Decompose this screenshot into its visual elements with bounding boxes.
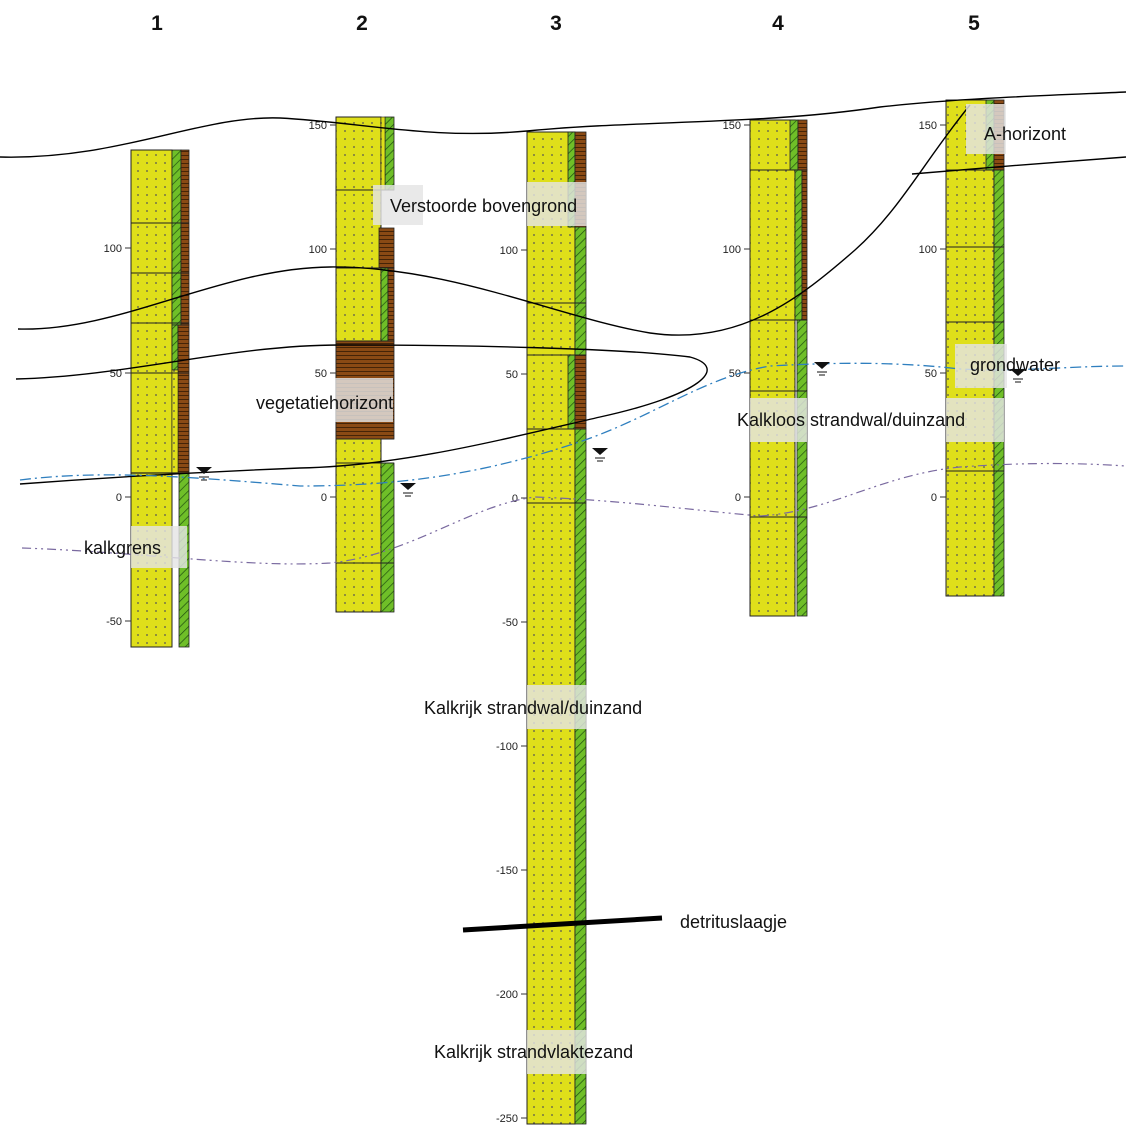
depth-tick: 0 <box>931 492 937 504</box>
annotation-labels: Verstoorde bovengrond A-horizont vegetat… <box>84 104 1066 1074</box>
detritus-layer-line <box>462 915 663 933</box>
depth-tick: 150 <box>723 120 741 132</box>
depth-tick: -250 <box>496 1113 518 1125</box>
depth-tick: -50 <box>502 617 518 629</box>
label-detrituslaagje: detrituslaagje <box>680 912 787 932</box>
column-number-2: 2 <box>356 12 368 35</box>
depth-tick: -100 <box>496 741 518 753</box>
depth-tick: 100 <box>309 244 327 256</box>
depth-tick: -200 <box>496 989 518 1001</box>
borehole-column-4: 150 100 50 0 <box>723 119 808 617</box>
depth-tick: 50 <box>315 368 327 380</box>
label-vegetatiehorizont: vegetatiehorizont <box>256 393 393 413</box>
lime-boundary-line <box>21 462 1126 565</box>
label-a-horizont: A-horizont <box>984 124 1066 144</box>
borehole-column-1: 100 50 0 -50 <box>104 149 190 648</box>
depth-tick: 0 <box>321 492 327 504</box>
depth-tick: 0 <box>735 492 741 504</box>
label-kalkrijk-strandvlaktezand: Kalkrijk strandvlaktezand <box>434 1042 633 1062</box>
depth-tick: 100 <box>723 244 741 256</box>
column-numbers: 1 2 3 4 5 <box>151 12 980 35</box>
depth-tick: 100 <box>919 244 937 256</box>
label-verstoorde-bovengrond: Verstoorde bovengrond <box>390 196 577 216</box>
label-grondwater: grondwater <box>970 355 1060 375</box>
depth-tick: 100 <box>104 243 122 255</box>
label-kalkrijk-duinzand: Kalkrijk strandwal/duinzand <box>424 698 642 718</box>
a-horizont-base-line <box>911 156 1126 175</box>
vegetation-horizon-lens <box>15 344 708 485</box>
depth-tick: -50 <box>106 616 122 628</box>
column-number-5: 5 <box>968 12 980 35</box>
depth-tick: -150 <box>496 865 518 877</box>
correlation-lines <box>0 91 1126 933</box>
column-number-4: 4 <box>772 12 784 35</box>
label-kalkloos: Kalkloos strandwal/duinzand <box>737 410 965 430</box>
depth-tick: 50 <box>925 368 937 380</box>
column-number-1: 1 <box>151 12 163 35</box>
surface-line <box>0 91 1126 158</box>
depth-tick: 150 <box>309 120 327 132</box>
depth-tick: 50 <box>506 369 518 381</box>
depth-tick: 100 <box>500 245 518 257</box>
label-kalkgrens: kalkgrens <box>84 538 161 558</box>
borehole-column-3: 100 50 0 -50 -100 -150 -200 -250 <box>496 131 587 1125</box>
column-number-3: 3 <box>550 12 562 35</box>
depth-tick: 0 <box>116 492 122 504</box>
depth-tick: 50 <box>729 368 741 380</box>
disturbed-topsoil-base-line <box>17 104 971 336</box>
depth-tick: 0 <box>512 493 518 505</box>
depth-tick: 150 <box>919 120 937 132</box>
